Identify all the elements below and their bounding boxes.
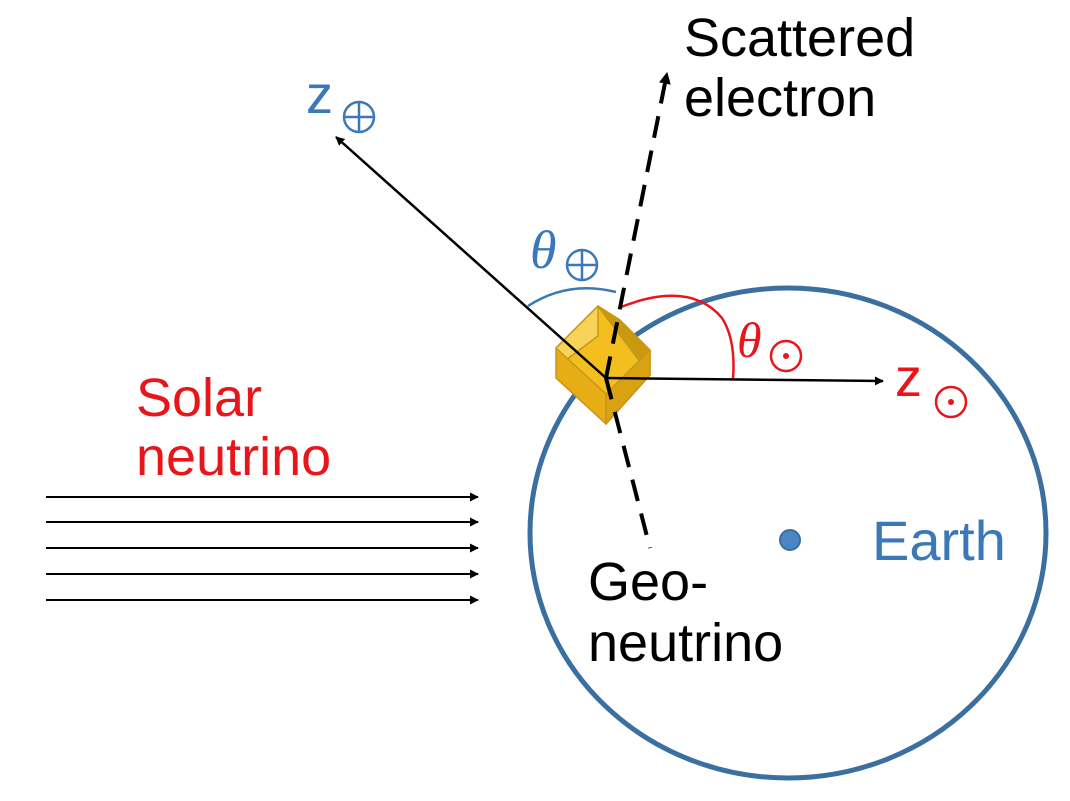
z-sun-axis-arrow (605, 376, 884, 386)
z-earth-axis-arrow (335, 136, 607, 379)
theta-earth-letter: θ (530, 220, 557, 280)
theta-earth-arc (527, 286, 617, 308)
theta-sun-arc (620, 294, 735, 380)
earth-circle (527, 285, 1049, 781)
z-sun-letter: z (895, 348, 922, 408)
solar-neutrino-label-line2: neutrino (136, 427, 331, 487)
earth-symbol-icon (565, 248, 599, 282)
sun-symbol-icon (769, 339, 803, 373)
solar-neutrino-label-line1: Solar (136, 368, 262, 428)
scattered-electron-label-line2: electron (684, 68, 876, 128)
solar-neutrino-arrows (46, 492, 479, 605)
earth-label: Earth (872, 509, 1006, 572)
geo-neutrino-track (604, 377, 652, 549)
scattered-electron-arrow (604, 71, 671, 379)
sun-symbol-icon (934, 385, 968, 419)
theta-sun-letter: θ (737, 312, 762, 368)
earth-symbol-icon (342, 100, 376, 134)
z-earth-letter: z (306, 65, 333, 125)
earth-center-dot (779, 529, 801, 551)
detector-cube-icon (555, 305, 651, 425)
scattered-electron-label-line1: Scattered (684, 8, 915, 68)
geo-neutrino-label-line1: Geo- (588, 552, 708, 612)
geo-neutrino-label-line2: neutrino (588, 613, 783, 673)
